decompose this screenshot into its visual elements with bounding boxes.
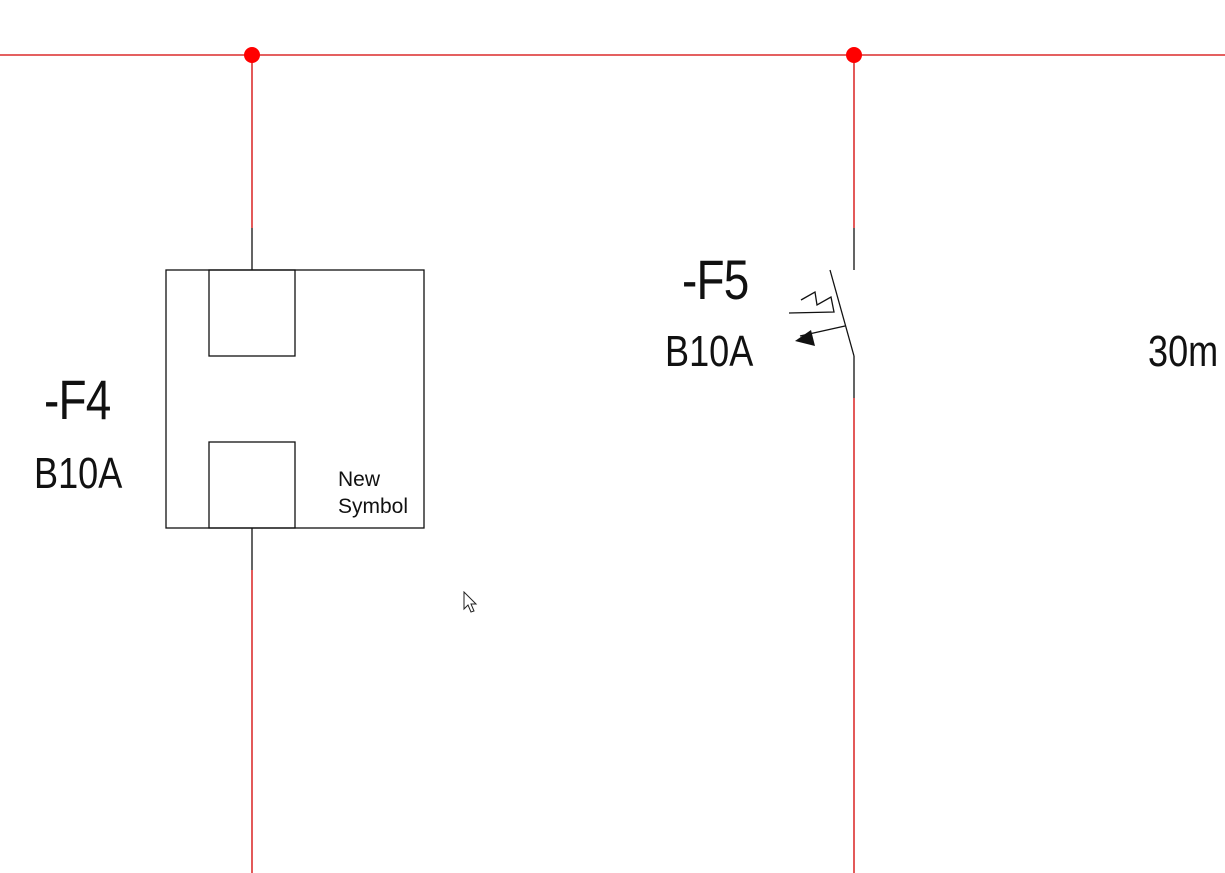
- breaker-f5-arrow-icon: [795, 330, 815, 346]
- symbol-f4-upper-pin: [208, 269, 296, 357]
- device-tag-f4[interactable]: -F4: [44, 368, 111, 431]
- breaker-f5-contact-blade: [829, 269, 855, 357]
- breaker-f5-thermal-trip: [788, 290, 835, 314]
- junction-dot-f4[interactable]: [244, 47, 260, 63]
- device-rating-rcd-partial[interactable]: 30m: [1148, 327, 1219, 376]
- device-tag-f5[interactable]: -F5: [682, 248, 749, 311]
- symbol-f4-text-line1: New: [338, 468, 381, 491]
- symbol-f5-circuit-breaker[interactable]: [788, 228, 855, 398]
- device-rating-f5[interactable]: B10A: [665, 327, 754, 376]
- symbol-f4-lower-pin: [208, 441, 296, 529]
- symbol-f4-text-line2: Symbol: [338, 495, 409, 518]
- device-rating-f4[interactable]: B10A: [34, 449, 123, 498]
- junction-dot-f5[interactable]: [846, 47, 862, 63]
- mouse-pointer-icon: [463, 591, 478, 613]
- symbol-f4-new-symbol[interactable]: [165, 269, 425, 529]
